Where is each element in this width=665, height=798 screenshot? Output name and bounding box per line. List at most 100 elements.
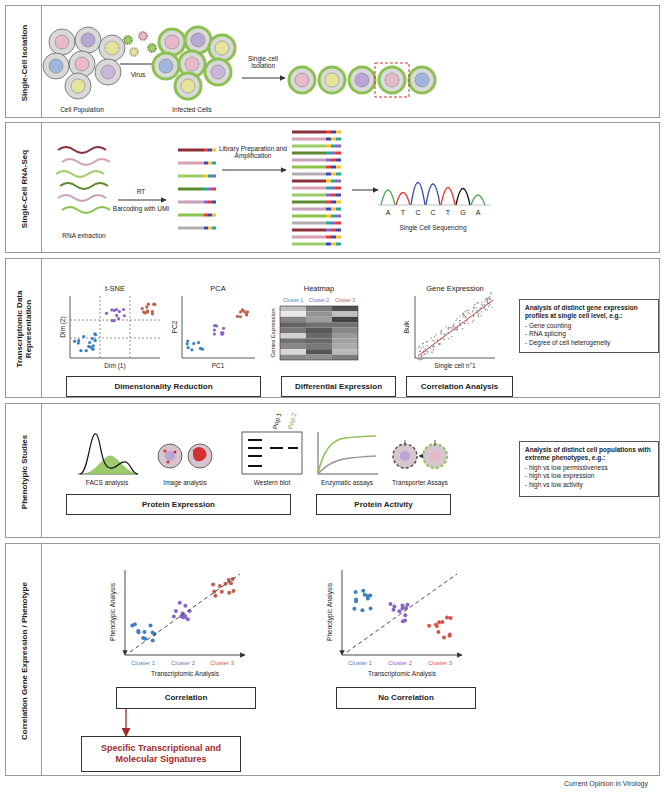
amplified-library xyxy=(331,131,336,134)
scatter-dots xyxy=(437,340,438,341)
amplified-library xyxy=(292,187,326,190)
scatter-dots xyxy=(186,346,189,349)
scatter-dots xyxy=(142,311,145,314)
figure-label: Cluster 1 xyxy=(348,660,372,667)
scatter-dots xyxy=(445,616,449,620)
section-label-column: Single-Cell RNA-Seq xyxy=(6,123,42,252)
heatmap xyxy=(280,333,306,338)
amplified-library xyxy=(326,201,331,204)
figure-label: Pop 2 xyxy=(286,412,298,430)
scatter-dots xyxy=(123,314,126,317)
node-text: - high vs low permissiveness xyxy=(525,464,653,472)
amplified-library xyxy=(336,131,341,134)
arrow xyxy=(242,78,285,79)
heatmap xyxy=(280,306,306,311)
heatmap xyxy=(280,328,306,333)
scatter-dots xyxy=(141,307,144,310)
node-text: Correlation xyxy=(165,693,208,702)
barcoded-reads xyxy=(178,214,204,217)
amplified-library xyxy=(292,201,326,204)
scatter-dots xyxy=(441,330,442,331)
process-box: Correlation Analysis xyxy=(406,376,513,397)
barcoded-reads xyxy=(204,201,208,204)
scatter-dots xyxy=(485,309,486,310)
figure-label: Single-cell Isolation xyxy=(238,55,288,70)
scatter-axes xyxy=(415,296,495,358)
scatter-dots xyxy=(419,351,420,352)
scatter-dots xyxy=(448,332,449,333)
scatter-dots xyxy=(456,329,457,330)
rotated-label: Transcriptomic Data Representation xyxy=(6,259,42,399)
scatter-dots xyxy=(431,351,432,352)
amplified-library xyxy=(336,215,341,218)
barcoded-reads xyxy=(208,214,212,217)
scatter-dots xyxy=(478,308,479,309)
connector-arrow xyxy=(125,709,126,736)
scatter-dots xyxy=(482,305,483,306)
scatter-dots xyxy=(464,311,465,312)
scatter-dots xyxy=(423,351,424,352)
scatter-dots xyxy=(480,315,481,316)
barcoded-reads xyxy=(208,227,212,230)
scatter-dots xyxy=(178,601,182,605)
figure-label: Cluster 3 xyxy=(210,660,234,667)
scatter-dots xyxy=(460,320,461,321)
figure-label: Heatmap xyxy=(304,285,334,294)
amplified-library xyxy=(326,187,331,190)
node-text: Correlation Analysis xyxy=(421,382,499,391)
amplified-library xyxy=(292,208,326,211)
barcoded-reads xyxy=(204,188,208,191)
scatter-dots xyxy=(476,302,477,303)
scatter-dots xyxy=(472,311,473,312)
heatmap xyxy=(332,311,358,316)
amplified-library xyxy=(331,236,336,239)
heatmap xyxy=(280,322,306,327)
barcoded-reads xyxy=(178,175,204,178)
amplified-library xyxy=(331,138,336,141)
scatter-dots xyxy=(480,307,481,308)
process-box: Protein Expression xyxy=(66,494,291,515)
barcoded-reads xyxy=(178,227,204,230)
no-correlation-plot xyxy=(347,574,457,652)
scatter-dots xyxy=(433,345,434,346)
scatter-dots xyxy=(446,326,447,327)
scatter-dots xyxy=(473,319,474,320)
section-band: Phenotypic StudiesProtein ExpressionProt… xyxy=(5,403,660,538)
scatter-dots xyxy=(456,328,457,329)
scatter-dots xyxy=(487,302,488,303)
scatter-dots xyxy=(147,303,150,306)
scatter-dots xyxy=(448,329,449,330)
heatmap xyxy=(332,322,358,327)
scatter-dots xyxy=(452,325,453,326)
scatter-dots xyxy=(472,321,473,322)
scatter-dots xyxy=(427,351,428,352)
scatter-dots xyxy=(481,311,482,312)
heatmap xyxy=(306,349,332,354)
scatter-dots xyxy=(490,292,491,293)
amplified-library xyxy=(331,159,336,162)
cell-population xyxy=(99,35,125,61)
scatter-dots xyxy=(426,345,427,346)
chromatogram xyxy=(378,183,490,206)
scatter-dots xyxy=(455,320,456,321)
scatter-dots xyxy=(465,317,466,318)
scatter-dots xyxy=(183,615,187,619)
scatter-dots xyxy=(427,351,428,352)
scatter-dots xyxy=(115,314,118,317)
amplified-library xyxy=(336,222,341,225)
scatter-dots xyxy=(444,339,445,340)
scatter-dots xyxy=(491,293,492,294)
scatter-dots xyxy=(454,327,455,328)
scatter-dots xyxy=(143,637,147,641)
scatter-dots xyxy=(218,584,222,588)
section-band: Correlation Gene Expression / PhenotypeC… xyxy=(5,543,660,776)
node-text: - Degree of cell heterogeneity xyxy=(525,339,653,347)
image-cells xyxy=(193,447,207,461)
scatter-dots xyxy=(211,583,215,587)
scatter-dots xyxy=(447,328,448,329)
barcoded-reads xyxy=(178,201,204,204)
amplified-library xyxy=(292,243,326,246)
heatmap xyxy=(306,317,332,322)
scatter-dots xyxy=(354,599,358,603)
amplified-library xyxy=(336,243,341,246)
